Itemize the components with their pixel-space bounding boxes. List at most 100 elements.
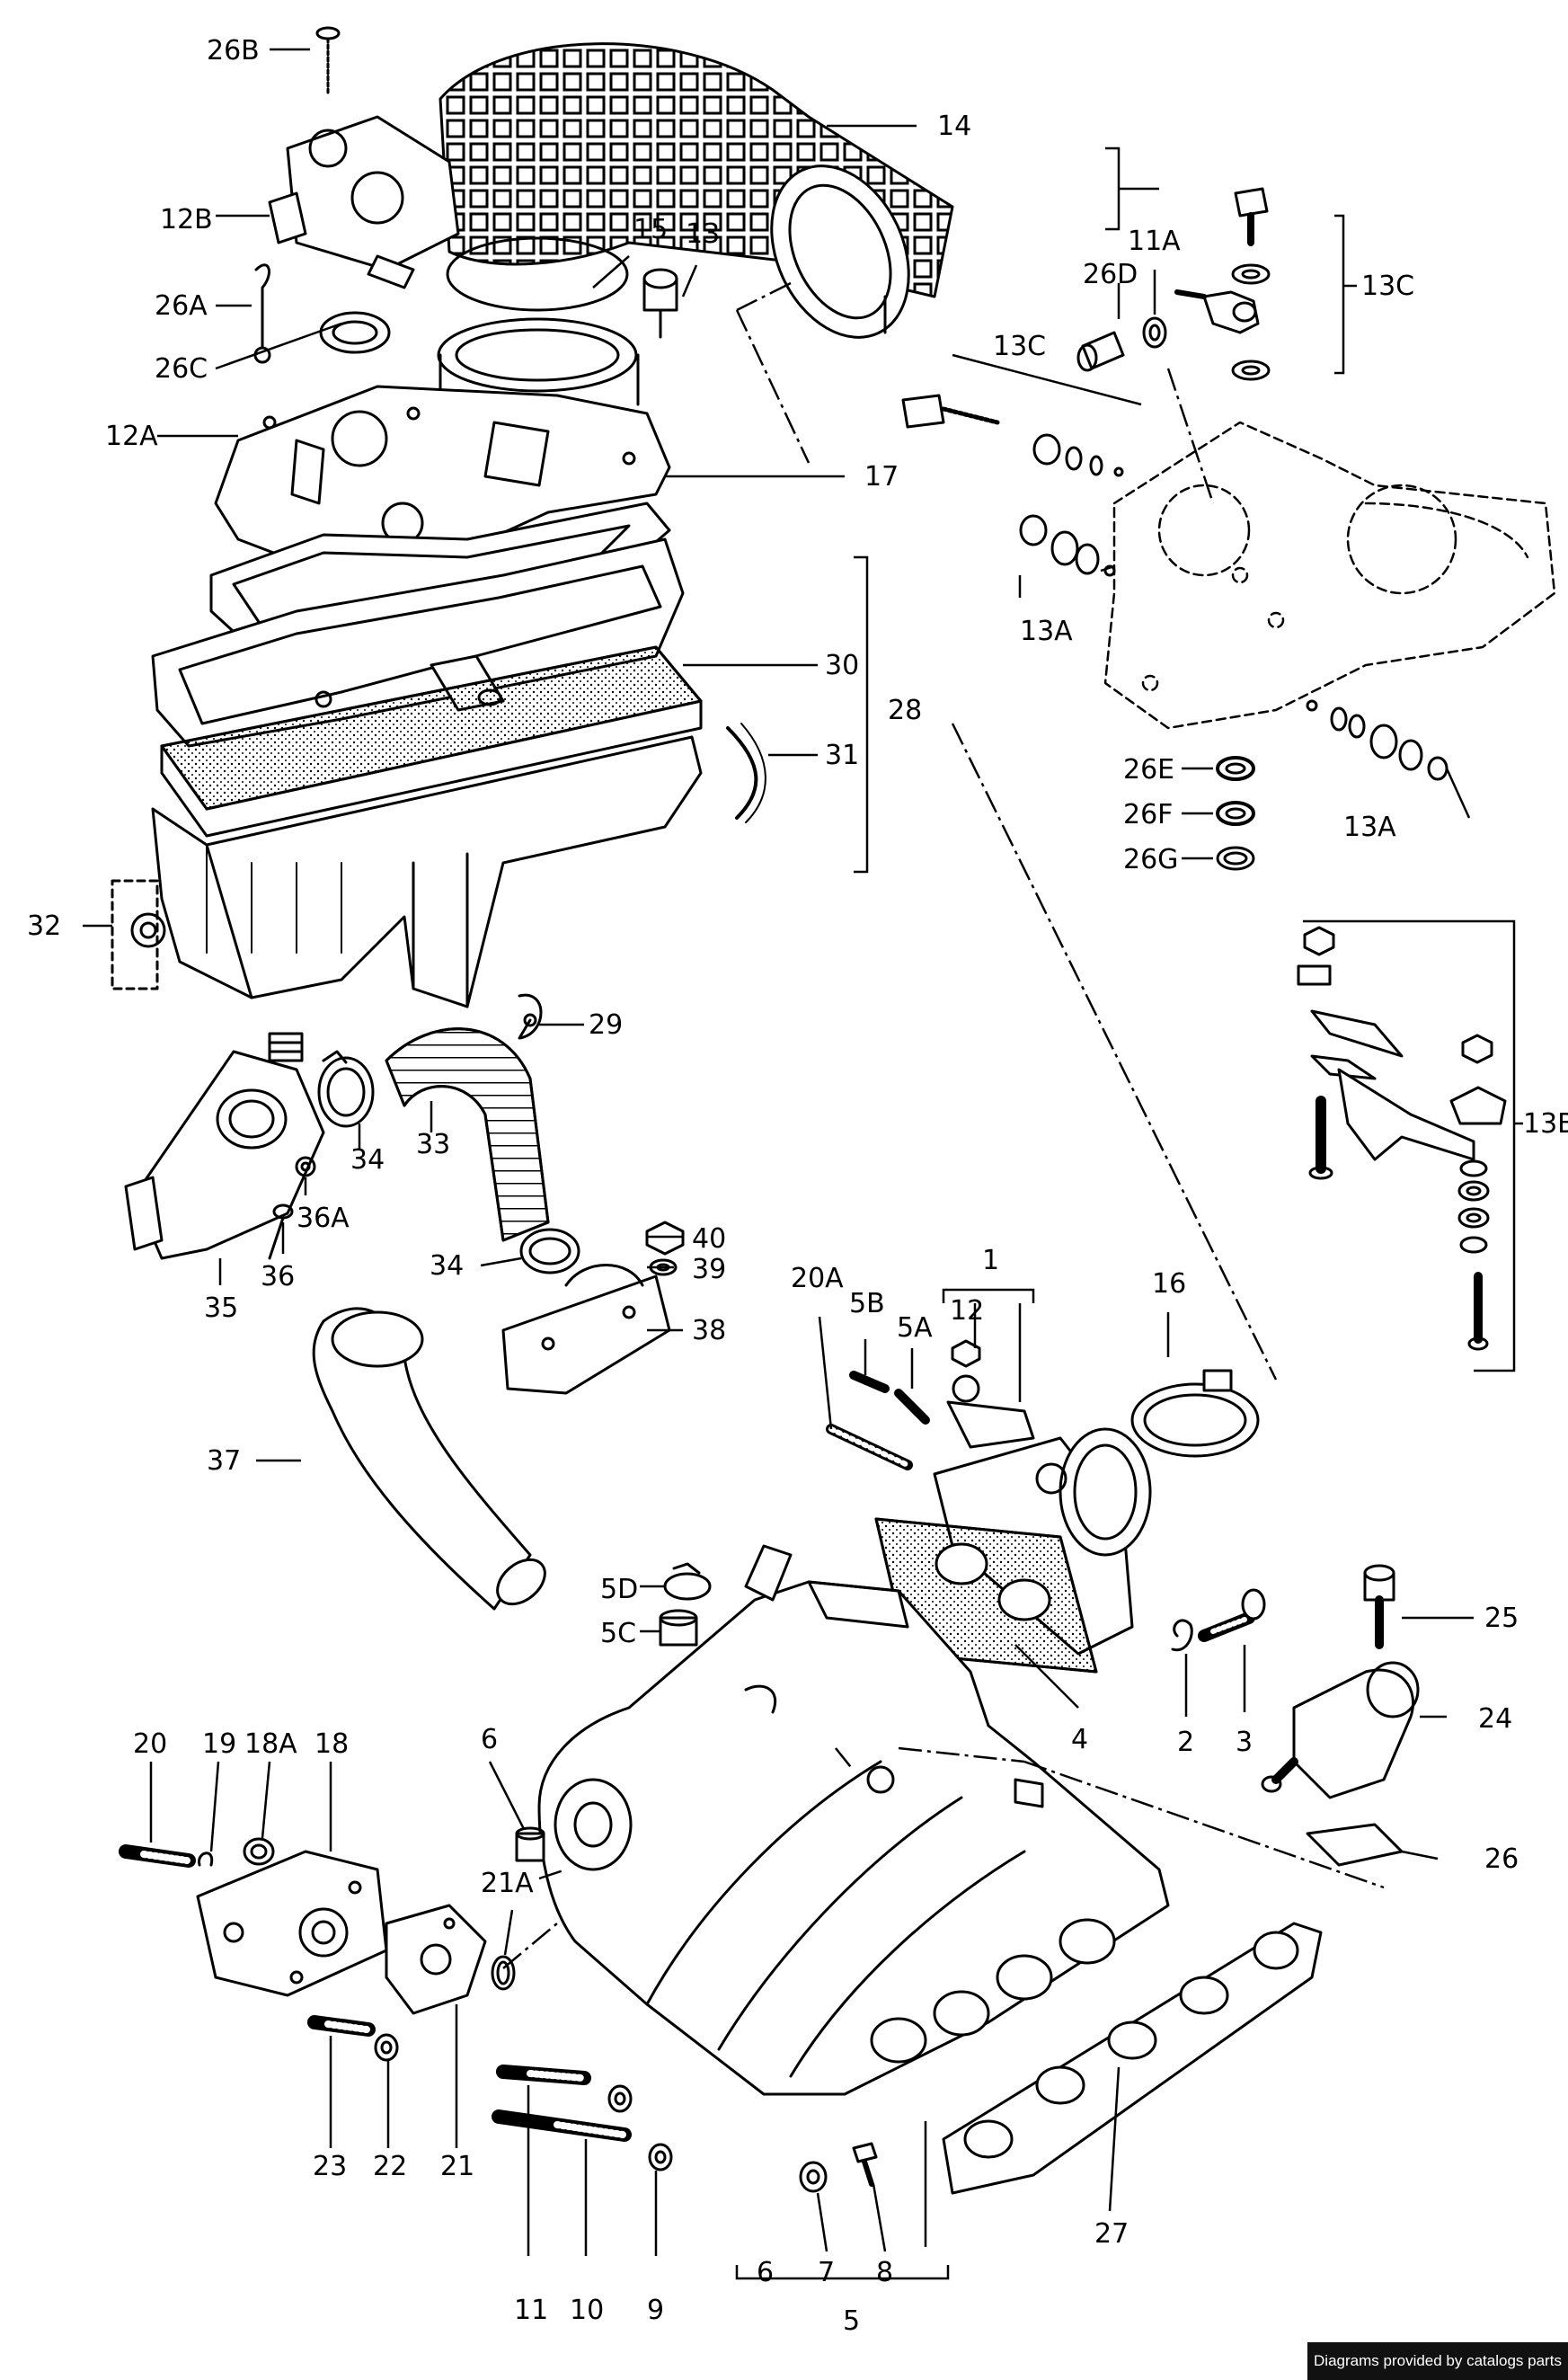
callout-13A-right: 13A [1343, 812, 1396, 843]
callout-5A: 5A [897, 1312, 933, 1344]
clamp-34-top [317, 1050, 375, 1128]
air-intake-hose-14 [439, 42, 954, 339]
callout-30: 30 [825, 650, 859, 681]
stud-20A [826, 1424, 913, 1470]
callout-15: 15 [633, 214, 668, 245]
callout-7: 7 [818, 2257, 835, 2288]
callout-20: 20 [133, 1728, 167, 1760]
callout-26E: 26E [1123, 754, 1174, 786]
filter-element-30 [160, 645, 703, 838]
washer-9 [607, 2084, 673, 2171]
bolt-8 [852, 2142, 878, 2187]
bolt-10 [492, 2109, 632, 2142]
callout-40: 40 [692, 1223, 726, 1255]
callout-12A: 12A [105, 421, 158, 452]
filter-box-28 [151, 735, 703, 1008]
intake-manifold [537, 1544, 1170, 2096]
callout-24: 24 [1478, 1703, 1512, 1735]
bracket-26 [1306, 1823, 1404, 1867]
seals-13A-left [1019, 514, 1116, 577]
manifold-gasket-27 [942, 1922, 1323, 2195]
callout-5C: 5C [600, 1618, 636, 1649]
connection-lines [502, 281, 1385, 1969]
seal-11A [1142, 316, 1167, 349]
filter-upper-housing-12A [214, 385, 671, 577]
callout-6-bot: 6 [757, 2257, 774, 2288]
callout-5B: 5B [849, 1288, 885, 1319]
washer-19 [198, 1852, 214, 1867]
clip-31 [726, 723, 766, 823]
bolt-25 [1363, 1564, 1395, 1649]
callout-38: 38 [692, 1315, 726, 1346]
cap-5C [659, 1609, 698, 1647]
callout-13A-left: 13A [1020, 616, 1073, 647]
callout-32: 32 [27, 910, 61, 942]
injector-13C-left [901, 394, 1124, 477]
callout-33: 33 [416, 1129, 450, 1160]
clamp-34-bottom [519, 1228, 580, 1274]
callout-13C-left: 13C [993, 331, 1046, 362]
callout-12B: 12B [160, 204, 213, 235]
throttle-valve-housing-35 [124, 1032, 325, 1260]
bush-18A [243, 1837, 275, 1866]
seal-26F [1216, 801, 1255, 826]
mounting-ring-15 [437, 236, 640, 406]
cap-6-top [515, 1826, 545, 1862]
callout-31: 31 [825, 740, 859, 771]
callout-6-top: 6 [481, 1724, 498, 1755]
clamp-16 [1130, 1369, 1260, 1458]
callout-18A: 18A [244, 1728, 297, 1760]
intake-housing-12B [268, 115, 460, 289]
seal-26E [1216, 756, 1255, 781]
callout-26G: 26G [1123, 844, 1178, 875]
fitting-26D [1076, 331, 1125, 372]
nut-12 [951, 1339, 981, 1368]
callout-12: 12 [950, 1295, 984, 1327]
callout-14: 14 [937, 111, 971, 142]
callout-18: 18 [314, 1728, 349, 1760]
callout-29: 29 [589, 1009, 623, 1041]
bracket-38 [501, 1264, 671, 1395]
callout-36A: 36A [297, 1203, 350, 1234]
vacuum-unit-24 [1261, 1661, 1420, 1799]
callout-8: 8 [876, 2257, 893, 2288]
aux-air-valve-18 [196, 1850, 388, 1997]
bolt-11 [496, 2065, 591, 2085]
callout-21: 21 [440, 2151, 474, 2182]
callout-5: 5 [843, 2305, 860, 2337]
callout-26: 26 [1484, 1843, 1519, 1875]
bolt-13 [642, 268, 678, 339]
seal-ring-26C [319, 311, 391, 354]
callout-26D: 26D [1083, 259, 1138, 290]
callout-26C: 26C [155, 353, 208, 385]
breather-hose-33 [385, 1027, 550, 1242]
callout-17: 17 [864, 461, 899, 493]
callout-22: 22 [373, 2151, 407, 2182]
callout-23: 23 [313, 2151, 347, 2182]
o-ring-21A [491, 1955, 516, 1991]
callout-27: 27 [1094, 2218, 1129, 2250]
callout-13: 13 [686, 218, 720, 250]
callout-25: 25 [1484, 1603, 1519, 1634]
seals-13A-right [1306, 699, 1448, 781]
callout-labels: 26B 12B 26A 26C 12A 14 15 13 17 11A 26D … [27, 35, 1568, 2337]
banjo-fitting-13C-top [1174, 187, 1271, 381]
screw-26B [315, 26, 341, 96]
callout-11A: 11A [1128, 226, 1181, 257]
callout-9: 9 [647, 2295, 664, 2326]
lock-washer-2 [1171, 1619, 1193, 1652]
washer-7 [799, 2161, 828, 2193]
callout-26F: 26F [1123, 799, 1173, 830]
callout-21A: 21A [481, 1868, 534, 1899]
callout-13C-top: 13C [1361, 271, 1414, 302]
credit-banner: Diagrams provided by catalogs parts [1307, 2342, 1568, 2380]
callout-20A: 20A [791, 1263, 844, 1294]
washer-22 [374, 2033, 399, 2062]
washer-36A [295, 1156, 316, 1177]
stud-5A [894, 1389, 930, 1425]
callout-26A: 26A [155, 290, 208, 322]
callout-5D: 5D [600, 1574, 638, 1605]
leader-lines [83, 48, 1523, 2280]
fuel-distributor-dashed [1103, 421, 1556, 730]
